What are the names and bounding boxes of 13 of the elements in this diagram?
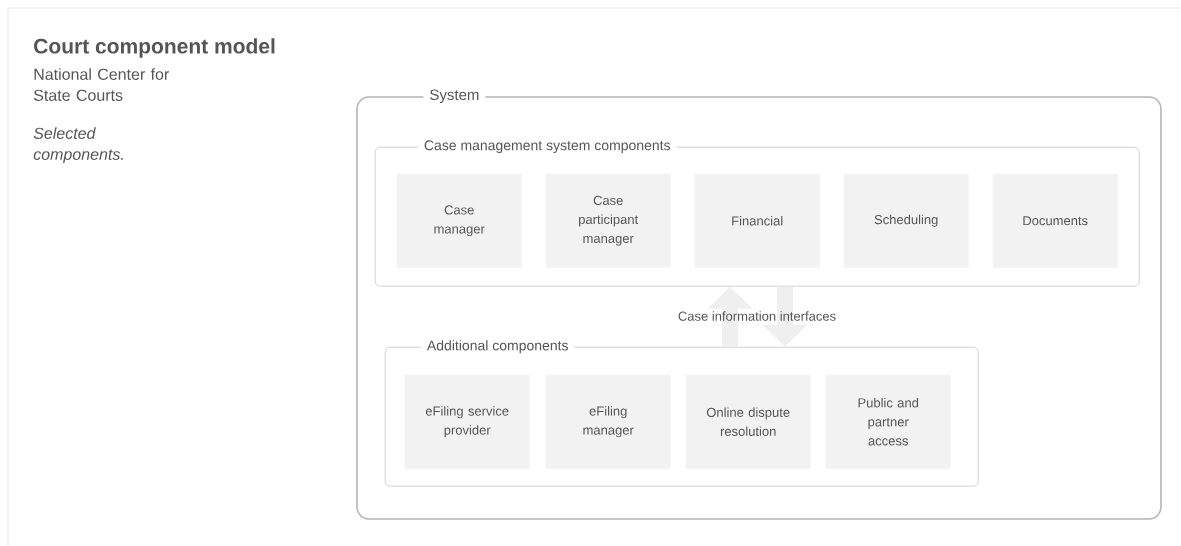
interface-label: Case information interfaces <box>678 311 836 321</box>
component-box: eFiling manager <box>545 374 671 469</box>
component-box: Online dispute resolution <box>685 374 811 469</box>
title: Court component model <box>34 38 275 58</box>
component-box: eFiling service provider <box>404 374 530 469</box>
component-box: Documents <box>992 173 1118 268</box>
component-box: Financial <box>694 173 820 268</box>
component-box: Public and partner access <box>825 374 951 469</box>
component-box: Case manager <box>396 173 522 268</box>
component-box: Case participant manager <box>545 173 671 268</box>
subtitle: National Center for State Courts <box>33 68 169 101</box>
subtitle: Selected components. <box>33 127 123 164</box>
component-box: Scheduling <box>843 173 969 268</box>
